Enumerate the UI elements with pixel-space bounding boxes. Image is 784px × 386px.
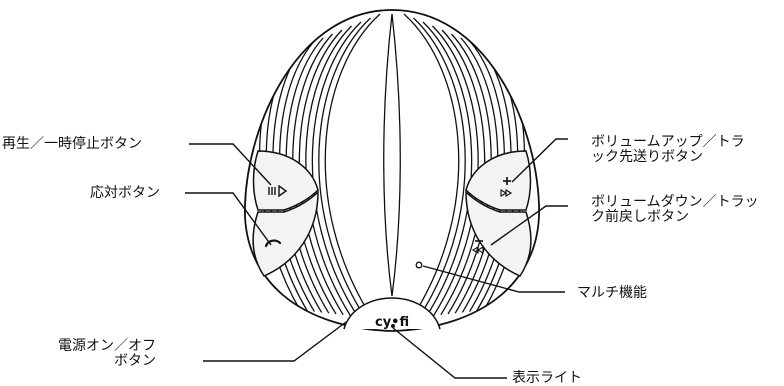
label-volume-down: ボリュームダウン／トラッ ク前戻しボタン [591, 195, 759, 225]
multi-function-dot-icon[interactable] [416, 262, 422, 268]
label-power: 電源オン／オフ ボタン [58, 339, 156, 369]
label-answer: 応対ボタン [90, 186, 160, 201]
label-volume-up: ボリュームアップ／トラ ック先送りボタン [591, 135, 745, 165]
label-play-pause: 再生／一時停止ボタン [2, 137, 142, 152]
leader-power [203, 322, 346, 361]
label-multi-function: マルチ機能 [577, 286, 647, 301]
label-indicator: 表示ライト [512, 371, 582, 386]
leader-indicator [393, 328, 507, 378]
brand-logo: cy•fi [375, 315, 409, 330]
